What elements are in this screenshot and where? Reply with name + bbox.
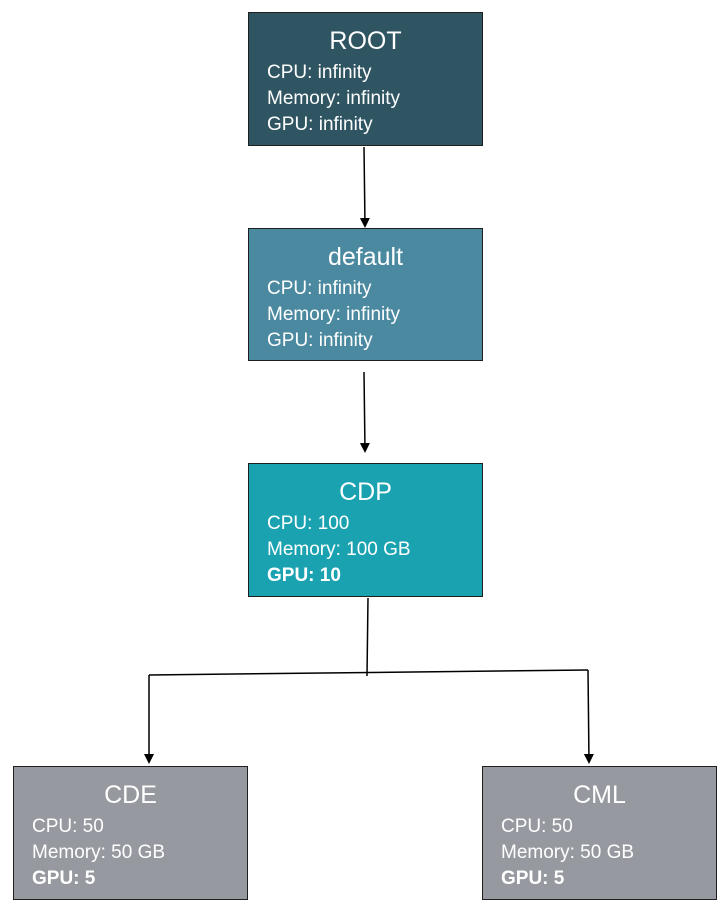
cpu-value: CPU: infinity bbox=[267, 278, 372, 299]
memory-value: Memory: 50 GB bbox=[32, 842, 166, 863]
node-cde: CDE CPU: 50 Memory: 50 GB GPU: 5 bbox=[13, 766, 248, 900]
cpu-value: CPU: infinity bbox=[267, 62, 372, 83]
cpu-value: CPU: 50 bbox=[32, 816, 104, 837]
node-cdp: CDP CPU: 100 Memory: 100 GB GPU: 10 bbox=[248, 463, 483, 597]
memory-value: Memory: infinity bbox=[267, 304, 401, 325]
node-cml: CML CPU: 50 Memory: 50 GB GPU: 5 bbox=[482, 766, 717, 900]
node-title: CML bbox=[573, 781, 626, 809]
gpu-value: GPU: 10 bbox=[267, 565, 341, 586]
cpu-value: CPU: 50 bbox=[501, 816, 573, 837]
node-attributes: CPU: 50 Memory: 50 GB GPU: 5 bbox=[501, 814, 634, 892]
gpu-value: GPU: 5 bbox=[501, 868, 565, 889]
node-attributes: CPU: infinity Memory: infinity GPU: infi… bbox=[267, 60, 400, 138]
connector-cdp-stem bbox=[366, 597, 369, 677]
node-default: default CPU: infinity Memory: infinity G… bbox=[248, 228, 483, 361]
connector-branch-horizontal bbox=[148, 669, 589, 676]
gpu-value: GPU: infinity bbox=[267, 114, 373, 135]
gpu-value: GPU: infinity bbox=[267, 330, 373, 351]
node-attributes: CPU: 50 Memory: 50 GB GPU: 5 bbox=[32, 814, 165, 892]
arrow-to-cml bbox=[583, 669, 594, 764]
arrow-default-to-cdp bbox=[359, 371, 370, 453]
node-title: ROOT bbox=[329, 27, 402, 55]
node-attributes: CPU: infinity Memory: infinity GPU: infi… bbox=[267, 276, 400, 354]
node-title: default bbox=[327, 243, 404, 271]
node-attributes: CPU: 100 Memory: 100 GB GPU: 10 bbox=[267, 511, 411, 589]
node-title: CDP bbox=[339, 478, 392, 506]
memory-value: Memory: 100 GB bbox=[267, 539, 411, 560]
node-root: ROOT CPU: infinity Memory: infinity GPU:… bbox=[248, 12, 483, 146]
memory-value: Memory: 50 GB bbox=[501, 842, 635, 863]
arrow-root-to-default bbox=[359, 146, 370, 228]
gpu-value: GPU: 5 bbox=[32, 868, 96, 889]
cpu-value: CPU: 100 bbox=[267, 513, 350, 534]
memory-value: Memory: infinity bbox=[267, 88, 401, 109]
node-title: CDE bbox=[104, 781, 157, 809]
